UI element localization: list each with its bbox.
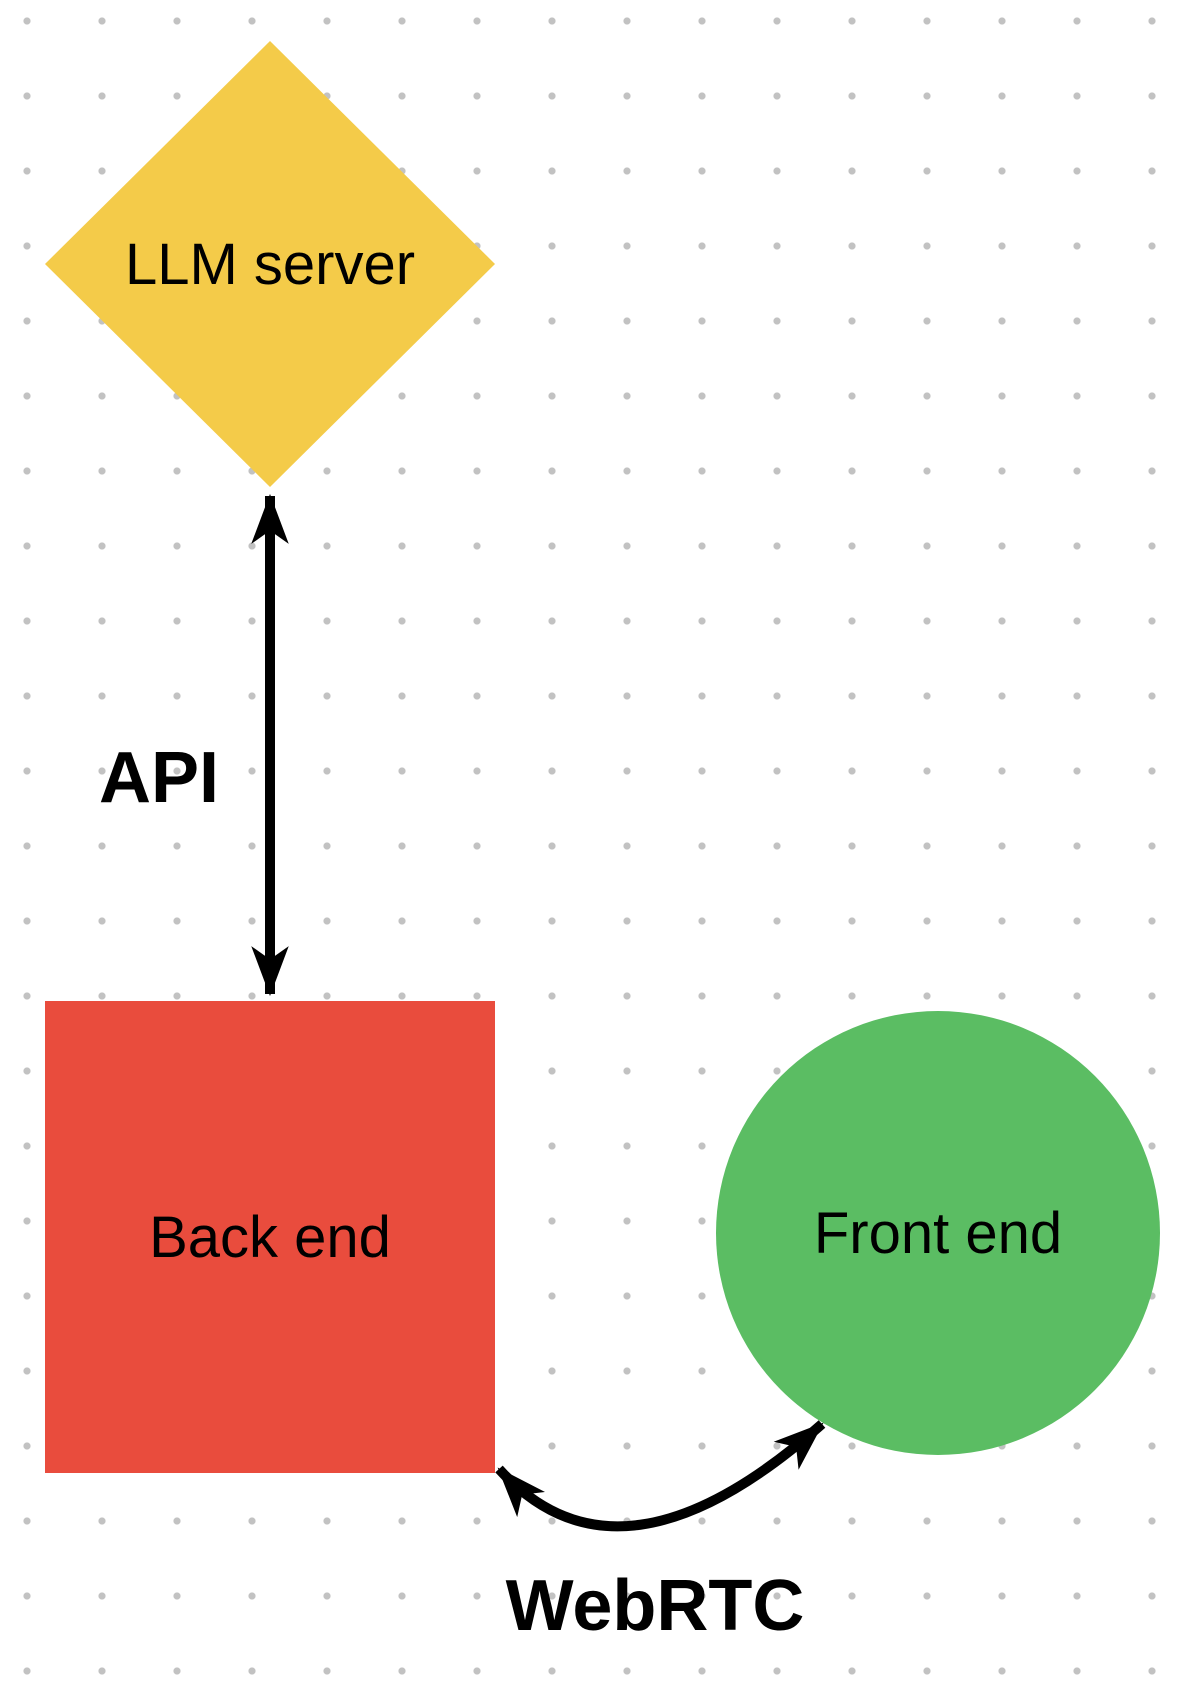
webrtc-connector-label[interactable]: WebRTC xyxy=(505,1566,805,1646)
node-back-end-square[interactable]: Back end xyxy=(45,1001,495,1473)
connector-webrtc-double-arrow[interactable] xyxy=(495,1420,826,1532)
node-front-end-circle[interactable]: Front end xyxy=(716,1011,1160,1455)
api-connector-label[interactable]: API xyxy=(98,738,220,818)
llm-server-label: LLM server xyxy=(124,231,416,297)
front-end-label: Front end xyxy=(813,1200,1063,1266)
back-end-label: Back end xyxy=(149,1204,391,1270)
